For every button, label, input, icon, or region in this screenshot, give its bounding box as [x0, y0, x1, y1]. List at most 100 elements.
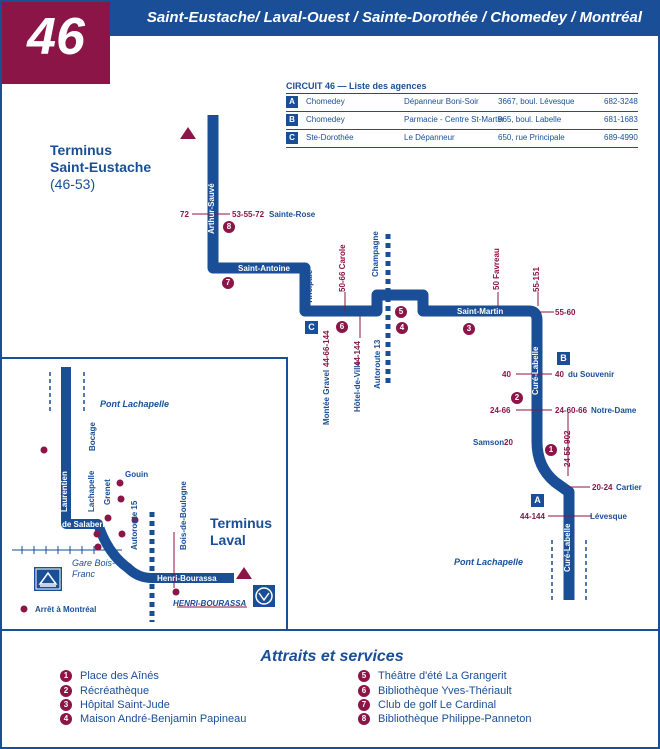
agency-row: C Ste-Dorothée Le Dépanneur 650, rue Pri… [286, 130, 638, 148]
montreal-stop-dot [104, 514, 112, 522]
pont-lachapelle-label: Pont Lachapelle [454, 557, 524, 567]
attraction-label: Bibliothèque Yves-Thériault [378, 685, 512, 697]
route-label-55-60: 55-60 [555, 308, 576, 317]
agency-letter: A [286, 96, 298, 108]
street-autoroute-13: Autoroute 13 [373, 339, 382, 389]
montreal-stop-dot [117, 495, 125, 503]
attraction-marker-7: 7 [222, 277, 234, 289]
street-grenet: Grenet [103, 479, 112, 505]
route-title: Saint-Eustache/ Laval-Ouest / Sainte-Dor… [146, 9, 642, 26]
agency-address: 3667, boul. Lévesque [498, 97, 575, 106]
attraction-marker-8: 8 [223, 221, 235, 233]
attraction-marker-4: 4 [396, 322, 408, 334]
street-notre-dame: Notre-Dame [591, 406, 637, 415]
attraction-marker-1: 1 [545, 444, 557, 456]
route-label-55-151: 55-151 [532, 267, 541, 292]
street-henri-bourassa: Henri-Bourassa [157, 574, 217, 583]
agency-letter: B [286, 114, 298, 126]
header-bar: Saint-Eustache/ Laval-Ouest / Sainte-Dor… [2, 2, 658, 36]
gare-bois-franc: Gare Bois-Franc [72, 558, 116, 579]
route-label-24-66: 24-66 [490, 406, 511, 415]
agency-address: 965, boul. Labelle [498, 115, 562, 124]
route-label-40-west: 40 [502, 370, 511, 379]
agency-city: Chomedey [306, 115, 345, 124]
street-sainte-rose: Sainte-Rose [269, 210, 316, 219]
terminus-se-line1: Terminus [50, 142, 112, 158]
attraction-num: 5 [358, 670, 370, 683]
agency-row: B Chomedey Parmacie - Centre St-Martin 9… [286, 112, 638, 130]
agency-city: Chomedey [306, 97, 345, 106]
montreal-stop-dot [131, 516, 139, 524]
route-label-40-east: 40 [555, 370, 564, 379]
street-hotel-de-ville: Hôtel-de-Ville [353, 361, 362, 412]
agency-city: Ste-Dorothée [306, 133, 354, 142]
street-de-salaberry: de Salaberry [62, 520, 111, 529]
attraction-item: 6 Bibliothèque Yves-Thériault [358, 685, 512, 699]
street-saint-martin: Saint-Martin [457, 307, 504, 316]
terminus-triangle [180, 127, 196, 139]
agency-phone: 689-4990 [604, 133, 638, 142]
terminus-se-line2: Saint-Eustache [50, 159, 152, 175]
section-divider [2, 629, 660, 631]
metro-station-label: HENRI-BOURASSA [173, 599, 247, 608]
street-favreau: 50 Favreau [492, 248, 501, 290]
montreal-stop-dot [93, 530, 101, 538]
montreal-stop-dot [40, 446, 48, 454]
route-label-20-24: 20-24 [592, 483, 613, 492]
attraction-label: Maison André-Benjamin Papineau [80, 713, 247, 725]
street-carole: 50-66 Carole [338, 244, 347, 292]
terminus-laval: Terminus Laval [210, 515, 272, 549]
attraction-marker-2: 2 [511, 392, 523, 404]
street-cure-labelle-1: Curé-Labelle [531, 346, 540, 395]
montreal-stop-dot [172, 588, 180, 596]
street-montee-gravel: Montée Gravel [322, 369, 331, 425]
attraction-label: Bibliothèque Philippe-Panneton [378, 713, 532, 725]
attraction-label: Club de golf Le Cardinal [378, 699, 497, 711]
route-label-samson: 20 [504, 438, 513, 447]
attraits-title: Attraits et services [260, 648, 404, 665]
street-levesque: Lévesque [590, 512, 627, 521]
route-label-44-144: 44-144 [520, 512, 545, 521]
agency-marker-c: C [305, 321, 318, 334]
street-champagne: Champagne [371, 231, 380, 277]
route-label-72: 72 [180, 210, 189, 219]
montreal-stop-dot [116, 479, 124, 487]
route-map [12, 115, 592, 622]
street-laurentien: Laurentien [60, 471, 69, 512]
attraction-label: Récréathèque [80, 685, 150, 697]
street-arthur-sauve: Arthur-Sauvé [207, 183, 216, 234]
agency-shop: Parmacie - Centre St-Martin [404, 115, 504, 124]
street-principale-h: Principale [325, 307, 364, 316]
attraction-marker-5: 5 [395, 306, 407, 318]
pont-lachapelle-inset-label: Pont Lachapelle [100, 399, 170, 409]
agency-marker-a: A [531, 494, 544, 507]
attraction-num: 6 [358, 685, 370, 698]
street-samson: Samson [473, 438, 505, 447]
agency-list-title: CIRCUIT 46 — Liste des agences [286, 79, 638, 94]
agency-letter: C [286, 132, 298, 144]
terminus-laval-line2: Laval [210, 532, 246, 548]
terminus-laval-line1: Terminus [210, 515, 272, 531]
street-lachapelle: Lachapelle [87, 470, 96, 512]
route-label-hotel-de-ville: 44-144 [353, 341, 362, 366]
attraction-marker-3: 3 [463, 323, 475, 335]
legend-stop-dot [20, 605, 28, 613]
montreal-stop-dot [94, 543, 102, 551]
attraction-num: 4 [60, 713, 72, 726]
agency-address: 650, rue Principale [498, 133, 565, 142]
route-label-montee-gravel: 44-66-144 [322, 330, 331, 367]
attraction-label: Place des Aînés [80, 670, 159, 682]
route-label-24-55-902: 24-55-902 [563, 430, 572, 467]
montreal-stop-dot [118, 530, 126, 538]
route-number-badge: 46 [2, 2, 110, 84]
legend-arret-montreal: Arrêt à Montréal [35, 605, 97, 614]
train-station-icon [34, 567, 62, 591]
attraction-label: Hôpital Saint-Jude [80, 699, 170, 711]
